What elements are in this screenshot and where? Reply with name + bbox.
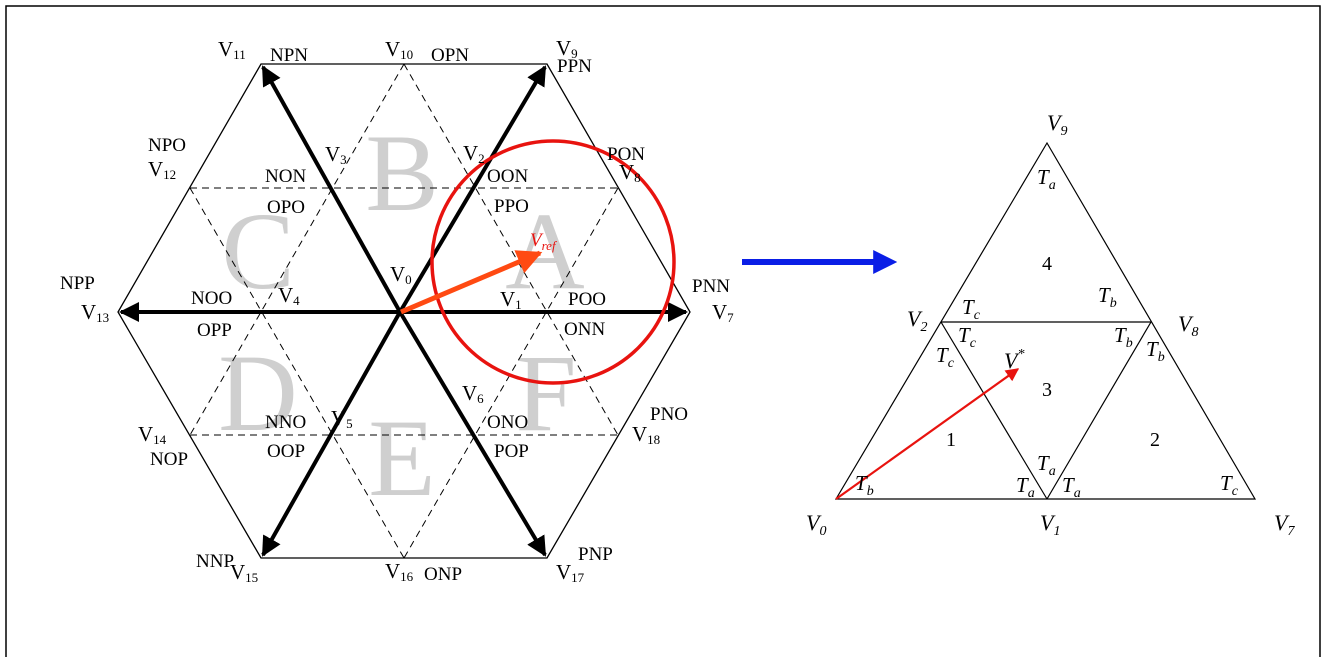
label-v2: V2 <box>463 141 485 166</box>
label-v0: V0 <box>390 262 412 287</box>
state-pop: POP <box>494 441 529 462</box>
state-ppn: PPN <box>557 56 592 77</box>
state-onp: ONP <box>424 564 462 585</box>
time-label-tc-bottom: Tc <box>1220 471 1239 499</box>
state-pon: PON <box>607 144 645 165</box>
label-v1: V1 <box>500 287 522 312</box>
state-opo: OPO <box>267 197 305 218</box>
time-label-tb-right: Tb <box>1146 337 1165 365</box>
sector-d-label: D <box>218 332 297 454</box>
sector-e-label: E <box>368 397 435 519</box>
tri-label-v7: V7 <box>1274 510 1295 539</box>
state-nop: NOP <box>150 449 188 470</box>
label-v13: V13 <box>81 300 109 325</box>
sector-c-label: C <box>221 190 294 312</box>
time-label-ta-left: Ta <box>1016 473 1035 501</box>
hexagon-diagram: A B C D E F V11 V <box>60 36 734 585</box>
state-npp: NPP <box>60 273 95 294</box>
vref-arrow <box>400 250 543 315</box>
label-v3: V3 <box>325 142 347 167</box>
state-npo: NPO <box>148 135 186 156</box>
triangle-diagram: V9 V2 V8 V0 V1 V7 V* 4 3 1 2 Ta Tc Tb Tc… <box>806 110 1295 539</box>
state-nno: NNO <box>265 412 306 433</box>
state-onn: ONN <box>564 319 605 340</box>
state-oop: OOP <box>267 441 305 462</box>
state-pnp: PNP <box>578 544 613 565</box>
label-v11: V11 <box>218 37 246 62</box>
time-label-tc-inner: Tc <box>958 323 977 351</box>
state-opn: OPN <box>431 45 469 66</box>
label-v8: V8 <box>619 160 641 185</box>
large-vectors <box>119 65 688 557</box>
label-v6: V6 <box>462 381 484 406</box>
region-4-label: 4 <box>1042 253 1052 275</box>
tri-label-v8: V8 <box>1178 311 1198 340</box>
triangle-lines <box>834 141 1257 500</box>
time-label-ta-top: Ta <box>1037 165 1056 193</box>
state-pno: PNO <box>650 404 688 425</box>
region-3-label: 3 <box>1042 379 1052 401</box>
time-label-tc-upper: Tc <box>962 295 981 323</box>
time-label-tb-bottom: Tb <box>855 471 874 499</box>
vstar-label: V* <box>1004 347 1024 373</box>
vector-v15-arrow <box>261 311 402 557</box>
time-label-ta-mid: Ta <box>1037 451 1056 479</box>
label-v5: V5 <box>331 406 353 431</box>
sector-b-label: B <box>365 112 438 234</box>
state-oon: OON <box>487 166 528 187</box>
tri-label-v9: V9 <box>1047 110 1067 139</box>
label-v4: V4 <box>278 283 300 308</box>
label-v12: V12 <box>148 157 176 182</box>
vector-v17-arrow <box>398 310 547 557</box>
state-nnp: NNP <box>196 551 234 572</box>
vref-label: Vref <box>530 230 558 253</box>
region-2-label: 2 <box>1150 429 1160 451</box>
state-npn: NPN <box>270 45 308 66</box>
label-v14: V14 <box>138 422 167 447</box>
state-pnn: PNN <box>692 276 730 297</box>
vector-v11-arrow <box>261 65 402 313</box>
label-v18: V18 <box>632 422 660 447</box>
label-v7: V7 <box>712 300 734 325</box>
label-v17: V17 <box>556 560 585 585</box>
time-label-ta-right: Ta <box>1062 473 1081 501</box>
state-opp: OPP <box>197 320 232 341</box>
state-poo: POO <box>568 289 606 310</box>
state-ono: ONO <box>487 412 528 433</box>
state-ppo: PPO <box>494 196 529 217</box>
hexagon-outline <box>117 63 691 559</box>
label-v16: V16 <box>385 559 414 584</box>
label-v10: V10 <box>385 37 413 62</box>
state-non: NON <box>265 166 306 187</box>
state-noo: NOO <box>191 288 232 309</box>
tri-label-v0: V0 <box>806 510 826 539</box>
tri-label-v2: V2 <box>907 306 927 335</box>
time-label-tb-upper: Tb <box>1098 283 1117 311</box>
time-label-tc-left: Tc <box>936 343 955 371</box>
label-v9: V9 <box>556 36 578 61</box>
label-v15: V15 <box>230 560 258 585</box>
vector-v9-arrow <box>398 65 547 314</box>
vstar-arrow <box>835 368 1020 500</box>
tri-label-v1: V1 <box>1040 510 1060 539</box>
region-1-label: 1 <box>946 429 956 451</box>
sector-f-label: F <box>515 332 576 454</box>
time-label-tb-inner: Tb <box>1114 323 1133 351</box>
figure-border <box>5 5 1321 662</box>
red-circle <box>430 139 676 385</box>
